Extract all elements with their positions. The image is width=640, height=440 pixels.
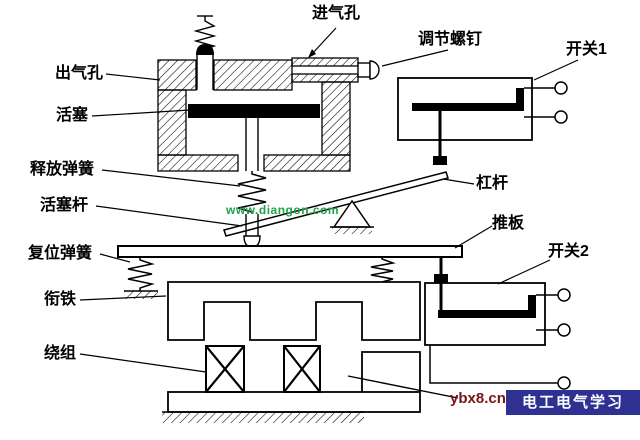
core-pointer-line — [347, 375, 459, 399]
chamber-right-wall — [321, 81, 351, 156]
top-spring — [193, 15, 217, 50]
leader-piston-rod — [95, 205, 243, 227]
switch-2-contact-bar — [438, 310, 536, 318]
terminal-circle — [557, 376, 571, 390]
air-outlet-tube — [196, 44, 214, 90]
label-release-spring: 释放弹簧 — [30, 161, 95, 178]
leader-adjusting-screw — [381, 49, 449, 67]
release-spring-coil — [237, 171, 267, 214]
tube-cap — [196, 44, 214, 55]
leader-lever — [442, 178, 475, 185]
lower-core — [167, 351, 421, 413]
switch-1-assembly — [397, 77, 568, 165]
switch-2-assembly — [424, 257, 571, 390]
arrowhead-air-inlet — [308, 49, 316, 58]
label-air-outlet: 出气孔 — [55, 65, 104, 82]
chamber-bottom-wall-left — [157, 154, 239, 172]
label-lever: 杠杆 — [476, 175, 509, 192]
label-switch-2: 开关2 — [548, 243, 589, 260]
leader-release-spring — [101, 169, 241, 187]
label-switch-1: 开关1 — [566, 41, 607, 58]
terminal-circle — [554, 81, 568, 95]
watermark-ybx8: ybx8.cn — [450, 390, 506, 407]
label-piston: 活塞 — [56, 107, 89, 124]
piston-rod-upper — [245, 118, 259, 171]
chamber-left-wall — [157, 89, 187, 156]
switch-2-actuator-foot — [434, 274, 448, 283]
inlet-channel-top — [291, 57, 359, 67]
label-winding: 绕组 — [44, 345, 77, 362]
terminal-circle — [557, 288, 571, 302]
leader-piston — [91, 109, 191, 117]
piston-rod-lower — [243, 214, 261, 248]
pneumatic-chamber — [157, 57, 359, 172]
fulcrum — [330, 199, 374, 234]
return-spring-right — [370, 257, 396, 283]
switch-1-actuator-foot — [433, 156, 447, 165]
terminal-circle — [554, 110, 568, 124]
label-return-spring: 复位弹簧 — [28, 245, 93, 262]
leader-lines — [79, 27, 579, 373]
leader-air-inlet — [310, 27, 337, 56]
watermark-diangon: www.diangon.com — [226, 203, 340, 217]
return-spring-left — [124, 257, 158, 299]
leader-winding — [79, 353, 207, 373]
label-air-inlet: 进气孔 — [312, 5, 361, 22]
chamber-top-wall — [213, 59, 293, 91]
leader-air-outlet — [105, 73, 161, 81]
switch-2-connector — [528, 295, 536, 310]
label-armature: 衔铁 — [44, 291, 77, 308]
leader-switch-1 — [533, 59, 579, 81]
piston-plate — [188, 104, 320, 118]
switch-1-connector — [516, 88, 524, 104]
leader-return-spring — [99, 253, 131, 263]
terminal-circle — [557, 323, 571, 337]
leader-switch-2 — [497, 259, 551, 285]
armature-core — [167, 281, 421, 341]
leader-push-plate — [454, 225, 493, 249]
leader-armature — [79, 295, 167, 301]
lever-bar — [223, 171, 449, 237]
label-adjusting-screw: 调节螺钉 — [418, 31, 483, 48]
chamber-top-left-wall — [157, 59, 197, 91]
winding-coils — [205, 345, 321, 393]
label-push-plate: 推板 — [492, 215, 525, 232]
switch-2-common-wire — [429, 345, 558, 384]
chamber-bottom-wall-right — [263, 154, 351, 172]
switch-1-contact-bar — [412, 103, 524, 111]
ground-hatch — [162, 412, 364, 423]
push-plate-bar — [117, 245, 463, 258]
inlet-channel-bottom — [291, 73, 359, 83]
footer-banner: 电工电气学习 — [506, 390, 640, 415]
adjusting-screw-part — [357, 60, 380, 80]
label-piston-rod: 活塞杆 — [40, 197, 89, 214]
